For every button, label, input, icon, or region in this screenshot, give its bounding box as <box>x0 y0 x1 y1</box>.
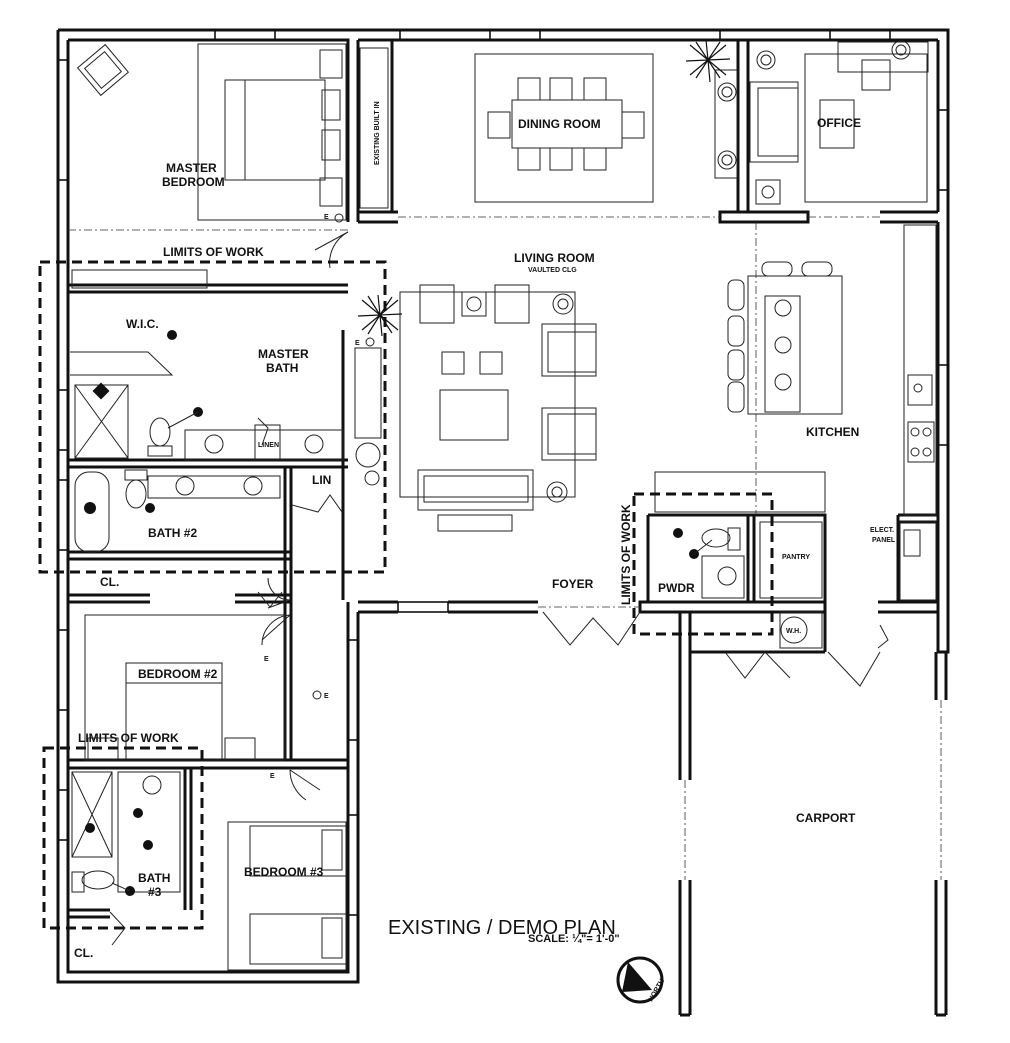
furniture <box>70 39 937 971</box>
doors <box>109 231 889 946</box>
bedroom3-label: BEDROOM #3 <box>244 865 324 879</box>
wic-label: W.I.C. <box>126 317 159 331</box>
master-bedroom-label-2: BEDROOM <box>162 175 225 189</box>
outlet-mark-4: E <box>270 773 275 780</box>
kitchen-label: KITCHEN <box>806 425 859 439</box>
bedroom2-label: BEDROOM #2 <box>138 667 218 681</box>
pwdr-label: PWDR <box>658 581 695 595</box>
water-heater-label: W.H. <box>786 628 801 635</box>
elect-panel-label-2: PANEL <box>872 537 896 544</box>
elect-panel-label: ELECT. <box>870 527 894 534</box>
master-bath-label-2: BATH <box>266 361 298 375</box>
lin-label: LIN <box>312 473 331 487</box>
cl-label-2: CL. <box>74 946 93 960</box>
pantry-label: PANTRY <box>782 554 810 561</box>
plant-dining <box>685 39 731 83</box>
outlet-mark-5: E <box>355 340 360 347</box>
bath3-label-2: #3 <box>148 885 162 899</box>
master-bath-label: MASTER <box>258 347 309 361</box>
bath3-label: BATH <box>138 871 170 885</box>
room-labels: MASTER BEDROOM DINING ROOM OFFICE EXISTI… <box>74 101 896 960</box>
demo-markers <box>84 330 713 896</box>
living-room-label: LIVING ROOM <box>514 251 595 265</box>
outlet-mark-2: E <box>264 656 269 663</box>
linen-label: LINEN <box>258 442 279 449</box>
vaulted-label: VAULTED CLG <box>528 267 577 274</box>
plan-title: EXISTING / DEMO PLAN <box>388 917 616 939</box>
foyer-label: FOYER <box>552 577 594 591</box>
office-label: OFFICE <box>817 116 861 130</box>
outlet-mark-1: E <box>324 214 329 221</box>
limits-label-vertical: LIMITS OF WORK <box>619 504 633 605</box>
existing-built-in-label: EXISTING BUILT IN <box>374 101 381 165</box>
north-arrow: NORTH <box>616 956 667 1004</box>
center-lines <box>68 216 942 880</box>
master-bedroom-label: MASTER <box>166 161 217 175</box>
cl-label-1: CL. <box>100 575 119 589</box>
dining-room-label: DINING ROOM <box>518 117 601 131</box>
outlet-marks <box>312 213 375 700</box>
title-block: EXISTING / DEMO PLAN SCALE: ¼"= 1'-0" NO… <box>388 917 667 1004</box>
limits-label-top: LIMITS OF WORK <box>163 245 264 259</box>
north-label: NORTH <box>648 978 667 1003</box>
limits-label-bottom: LIMITS OF WORK <box>78 731 179 745</box>
carport-label: CARPORT <box>796 811 856 825</box>
exterior-walls <box>56 28 950 984</box>
plant-living <box>357 294 403 337</box>
scale-note: SCALE: ¼"= 1'-0" <box>528 933 620 945</box>
limits-of-work <box>38 260 774 930</box>
outlet-mark-3: E <box>324 693 329 700</box>
bath2-label: BATH #2 <box>148 526 197 540</box>
